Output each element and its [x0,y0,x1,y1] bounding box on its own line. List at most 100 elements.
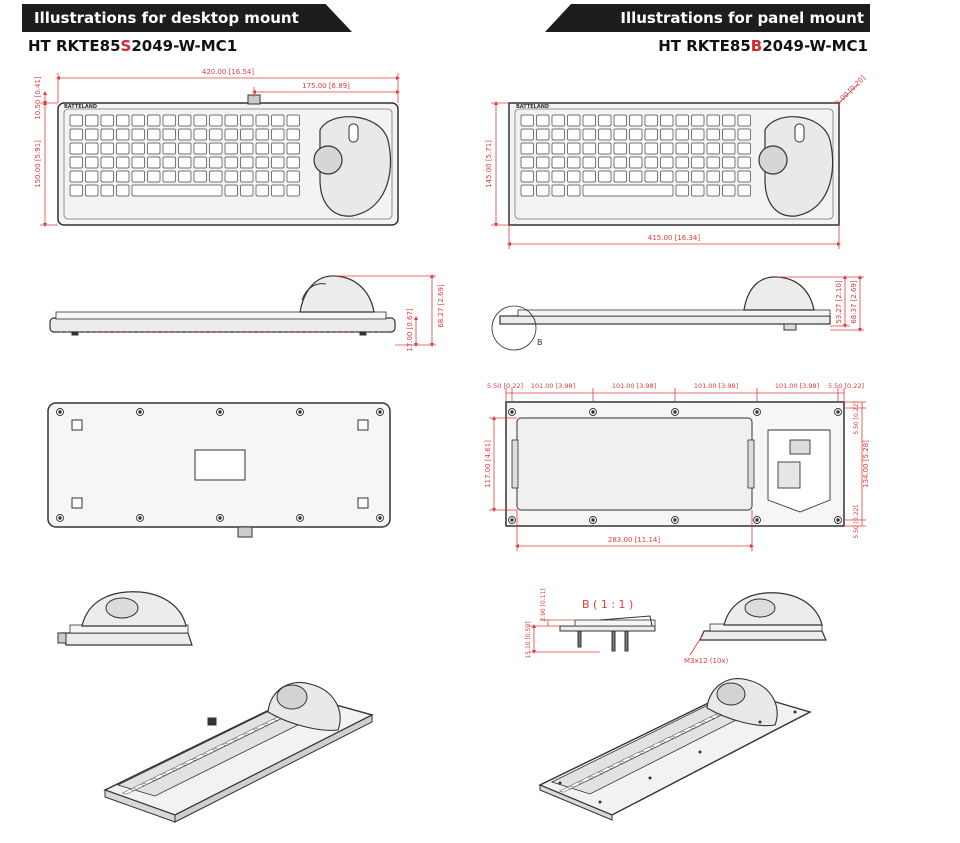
key [178,142,192,155]
key [121,789,135,795]
dim-pitch-edge-left: 5.50 [0.22] [487,382,523,390]
key [100,128,114,141]
desktop-angle-view [57,591,193,646]
key [551,142,565,155]
key [675,170,689,183]
key [69,142,83,155]
key [209,170,223,183]
screw-center [755,410,759,414]
key [224,170,238,183]
key [100,156,114,169]
key [599,767,613,773]
key [162,128,176,141]
key [286,128,300,141]
key [551,128,565,141]
keyboard-keys [520,114,751,197]
key [629,170,643,183]
key [691,114,705,127]
key [613,128,627,141]
key [629,128,643,141]
key [131,142,145,155]
dim-corner: 5.00 [0.20] [834,74,867,107]
key [116,142,130,155]
key [271,156,285,169]
key [255,114,269,127]
key [100,114,114,127]
key [520,114,534,127]
panel-side-view [491,276,831,351]
key [722,170,736,183]
key [650,742,664,748]
key [100,142,114,155]
dim-pitch-3: 101.00 [3.98] [694,382,738,390]
key [213,744,227,750]
key [722,114,736,127]
key [613,114,627,127]
key [671,732,684,738]
panel-bottom-dims [489,388,866,551]
key [162,170,176,183]
key [609,762,623,768]
key [255,184,269,197]
dim-width-total: 420.00 [16.54] [202,68,254,76]
key [286,142,300,155]
spacebar-key [131,184,223,197]
key [69,128,83,141]
screw-center [510,518,514,522]
screw-center [510,410,514,414]
panel-top-view [508,102,840,226]
key [286,170,300,183]
key [722,142,736,155]
trackball-module [313,116,392,217]
detail-b-title: B ( 1 : 1 ) [582,598,633,611]
key [209,114,223,127]
key [660,128,674,141]
key [660,737,674,743]
key [722,156,736,169]
key [193,142,207,155]
key [536,156,550,169]
key [116,156,130,169]
dim-width-total: 415.00 [16.34] [648,234,700,242]
key [644,170,658,183]
key [567,142,581,155]
dim-detail-2: 15.10 [0.59] [525,621,532,658]
panel-mount-banner: Illustrations for panel mount [545,4,870,32]
screw-center [58,410,62,414]
key [536,170,550,183]
key [131,128,145,141]
key [660,114,674,127]
key [582,142,596,155]
key [183,759,196,765]
screw-center [218,516,222,520]
dim-side-height-2: 68.37 [2.69] [850,280,858,324]
screw-center [58,516,62,520]
screw-center [755,518,759,522]
key [629,156,643,169]
dim-bottom-right-top: 5.50 [0.22] [853,401,860,434]
key [567,170,581,183]
key [706,170,720,183]
screw-label: M3x12 (10x) [684,657,729,665]
key [598,156,612,169]
key [569,782,582,788]
key [675,114,689,127]
dim-pitch-edge-right: 5.50 [0.22] [828,382,864,390]
screw-center [378,410,382,414]
key [701,717,715,723]
key [69,114,83,127]
key [85,184,99,197]
dim-pitch-4: 101.00 [3.98] [775,382,819,390]
dim-pitch-1: 101.00 [3.98] [531,382,575,390]
model-prefix: HT RKTE85 [28,37,121,55]
panel-model-number: HT RKTE85B2049-W-MC1 [658,37,868,55]
key [722,128,736,141]
dim-bottom-right-mid: 134.00 [5.28] [862,440,870,488]
key [178,156,192,169]
desktop-mount-banner: Illustrations for desktop mount [22,4,352,32]
key [520,170,534,183]
key [85,128,99,141]
desktop-mount-title: Illustrations for desktop mount [34,9,299,27]
key [644,114,658,127]
dim-height-top: 10.50 [0.41] [34,76,42,120]
